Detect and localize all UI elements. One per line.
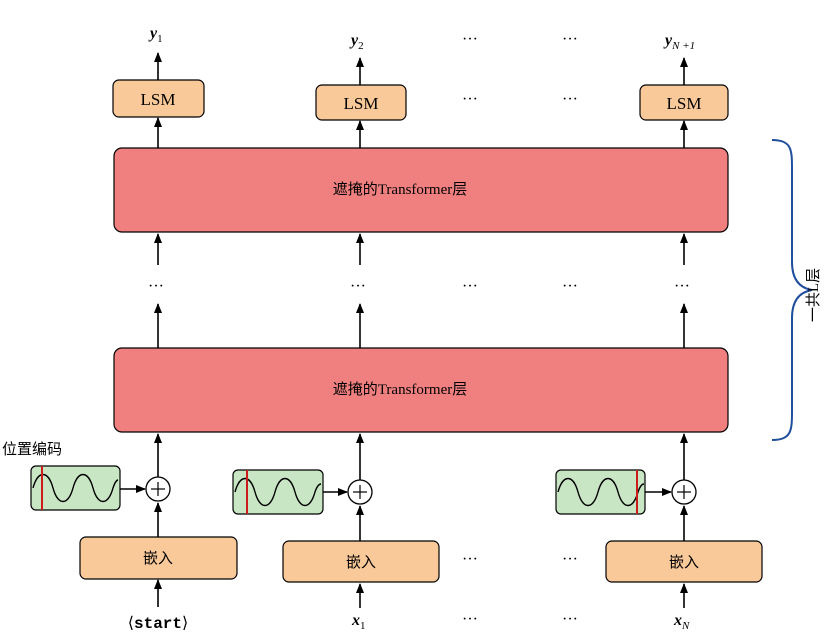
svg-text:嵌入: 嵌入 xyxy=(143,550,173,567)
plus-node-2 xyxy=(347,479,373,505)
output-y1-label: y1 xyxy=(148,25,163,45)
lsm-box-1: LSM xyxy=(112,79,205,118)
svg-text:遮掩的Transformer层: 遮掩的Transformer层 xyxy=(333,381,467,398)
output-ellipsis-2: ··· xyxy=(562,31,578,48)
pos-enc-box-2 xyxy=(232,469,324,515)
plus-node-1 xyxy=(145,476,171,502)
plus-node-3 xyxy=(671,479,697,505)
input-ellipsis-2: ··· xyxy=(562,611,578,628)
output-y2-label: y2 xyxy=(349,32,364,52)
total-layers-label: 一共L层 xyxy=(805,268,822,322)
transformer-layer-top: 遮掩的Transformer层 xyxy=(113,147,729,233)
mid-ellipsis-1: ··· xyxy=(148,278,164,295)
pos-enc-box-1 xyxy=(30,465,121,511)
lsm-ellipsis-1: ··· xyxy=(462,91,478,108)
embed-box-3: 嵌入 xyxy=(605,540,763,583)
svg-text:LSM: LSM xyxy=(141,90,176,109)
lsm-ellipsis-2: ··· xyxy=(562,91,578,108)
mid-ellipsis-4: ··· xyxy=(562,278,578,295)
embed-ellipsis-2: ··· xyxy=(562,551,578,568)
svg-text:遮掩的Transformer层: 遮掩的Transformer层 xyxy=(333,181,467,198)
layers-brace xyxy=(771,139,813,441)
input-ellipsis-1: ··· xyxy=(462,611,478,628)
embed-box-1: 嵌入 xyxy=(79,536,238,580)
svg-text:LSM: LSM xyxy=(344,94,379,113)
mid-ellipsis-5: ··· xyxy=(674,278,690,295)
lsm-box-3: LSM xyxy=(639,84,729,121)
svg-text:嵌入: 嵌入 xyxy=(346,554,376,571)
input-xn-label: xN xyxy=(673,612,690,632)
svg-text:嵌入: 嵌入 xyxy=(669,554,699,571)
input-x1-label: x1 xyxy=(351,612,366,632)
lsm-box-2: LSM xyxy=(315,84,407,121)
mid-ellipsis-2: ··· xyxy=(350,278,366,295)
input-start-label: ⟨start⟩ xyxy=(128,615,189,633)
embed-ellipsis-1: ··· xyxy=(462,551,478,568)
output-y3-label: yN +1 xyxy=(663,32,695,52)
transformer-layer-bottom: 遮掩的Transformer层 xyxy=(113,347,729,433)
svg-text:LSM: LSM xyxy=(667,94,702,113)
mid-ellipsis-3: ··· xyxy=(462,278,478,295)
output-ellipsis-1: ··· xyxy=(462,31,478,48)
pos-enc-label: 位置编码 xyxy=(2,441,62,458)
embed-box-2: 嵌入 xyxy=(282,540,440,583)
pos-enc-box-3 xyxy=(555,469,646,515)
